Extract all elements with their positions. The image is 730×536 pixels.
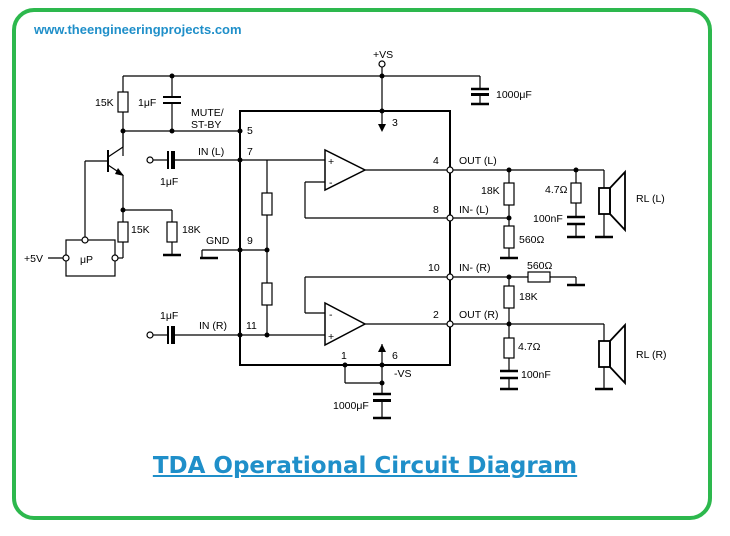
label-vs-neg: -VS bbox=[394, 368, 412, 380]
internal-resistor-top bbox=[261, 192, 273, 216]
pin2-out-r bbox=[446, 320, 454, 328]
label-r-560-l: 560Ω bbox=[519, 234, 545, 246]
opamp-r-minus: - bbox=[329, 309, 333, 321]
opamp-l-plus: + bbox=[328, 156, 334, 168]
resistor-4-7-l bbox=[570, 182, 582, 204]
speaker-l-icon bbox=[598, 187, 611, 215]
label-out-r: OUT (R) bbox=[459, 309, 498, 321]
label-pin3: 3 bbox=[392, 117, 398, 129]
label-r-18k-r: 18K bbox=[519, 291, 538, 303]
opamp-l-minus: - bbox=[329, 177, 333, 189]
resistor-15k-bottom bbox=[117, 221, 129, 243]
resistor-18k-r bbox=[503, 285, 515, 309]
label-up: μP bbox=[80, 254, 93, 266]
resistor-18k-gnd bbox=[166, 221, 178, 243]
vs-positive-terminal bbox=[378, 60, 386, 68]
label-c-1uf-top: 1μF bbox=[138, 97, 156, 109]
in-l-terminal[interactable] bbox=[146, 156, 154, 164]
label-cap-1000uf-bottom: 1000μF bbox=[333, 400, 369, 412]
label-r-18k-gnd: 18K bbox=[182, 224, 201, 236]
label-pin10: 10 bbox=[428, 262, 440, 274]
pin3-arrow-icon bbox=[378, 124, 386, 132]
speaker-r-icon bbox=[598, 340, 611, 368]
label-stby: ST-BY bbox=[191, 119, 221, 131]
ic-body bbox=[239, 110, 451, 366]
label-c-1uf-in-l: 1μF bbox=[160, 176, 178, 188]
resistor-560-l bbox=[503, 225, 515, 249]
label-r-4-7-r: 4.7Ω bbox=[518, 341, 541, 353]
label-rl-l: RL (L) bbox=[636, 193, 665, 205]
label-r-18k-l: 18K bbox=[481, 185, 500, 197]
page-border bbox=[12, 8, 712, 520]
label-gnd: GND bbox=[206, 235, 230, 247]
internal-resistor-bottom bbox=[261, 282, 273, 306]
pin4-out-l bbox=[446, 166, 454, 174]
in-r-terminal[interactable] bbox=[146, 331, 154, 339]
label-vs-pos: +VS bbox=[373, 49, 393, 61]
label-cap-1000uf-top: 1000μF bbox=[496, 89, 532, 101]
pin6-arrow-icon bbox=[378, 344, 386, 352]
label-r-4-7-l: 4.7Ω bbox=[545, 184, 568, 196]
label-plus5v: +5V bbox=[24, 253, 43, 265]
opamp-left bbox=[324, 148, 367, 192]
label-mute: MUTE/ bbox=[191, 107, 224, 119]
resistor-15k-top bbox=[117, 91, 129, 113]
pin8-in-minus-l bbox=[446, 214, 454, 222]
label-pin9: 9 bbox=[247, 235, 253, 247]
site-url: www.theengineeringprojects.com bbox=[34, 22, 242, 37]
label-c-100nf-l: 100nF bbox=[533, 213, 563, 225]
label-in-minus-r: IN- (R) bbox=[459, 262, 491, 274]
pin10-in-minus-r bbox=[446, 273, 454, 281]
label-pin4: 4 bbox=[433, 155, 439, 167]
label-out-l: OUT (L) bbox=[459, 155, 497, 167]
resistor-560-r bbox=[527, 271, 551, 283]
resistor-18k-l bbox=[503, 182, 515, 206]
caption-wrap: TDA Operational Circuit Diagram bbox=[0, 453, 730, 479]
label-pin7: 7 bbox=[247, 146, 253, 158]
label-pin5: 5 bbox=[247, 125, 253, 137]
cap-1uf-in-l bbox=[171, 151, 175, 169]
opamp-right bbox=[324, 301, 367, 347]
resistor-4-7-r bbox=[503, 337, 515, 359]
diagram-caption-link[interactable]: TDA Operational Circuit Diagram bbox=[152, 453, 578, 479]
label-r-15k-top: 15K bbox=[95, 97, 114, 109]
label-in-l: IN (L) bbox=[198, 146, 224, 158]
label-in-minus-l: IN- (L) bbox=[459, 204, 489, 216]
label-c-1uf-in-r: 1μF bbox=[160, 310, 178, 322]
label-r-560-r: 560Ω bbox=[527, 260, 553, 272]
label-pin8: 8 bbox=[433, 204, 439, 216]
label-in-r: IN (R) bbox=[199, 320, 227, 332]
label-pin6: 6 bbox=[392, 350, 398, 362]
label-rl-r: RL (R) bbox=[636, 349, 667, 361]
label-r-15k-bottom: 15K bbox=[131, 224, 150, 236]
cap-1uf-in-r bbox=[171, 326, 175, 344]
label-pin1: 1 bbox=[341, 350, 347, 362]
opamp-r-plus: + bbox=[328, 331, 334, 343]
label-pin11: 11 bbox=[246, 320, 257, 332]
label-pin2: 2 bbox=[433, 309, 439, 321]
label-c-100nf-r: 100nF bbox=[521, 369, 551, 381]
cap-1000uf-bottom bbox=[373, 399, 391, 402]
